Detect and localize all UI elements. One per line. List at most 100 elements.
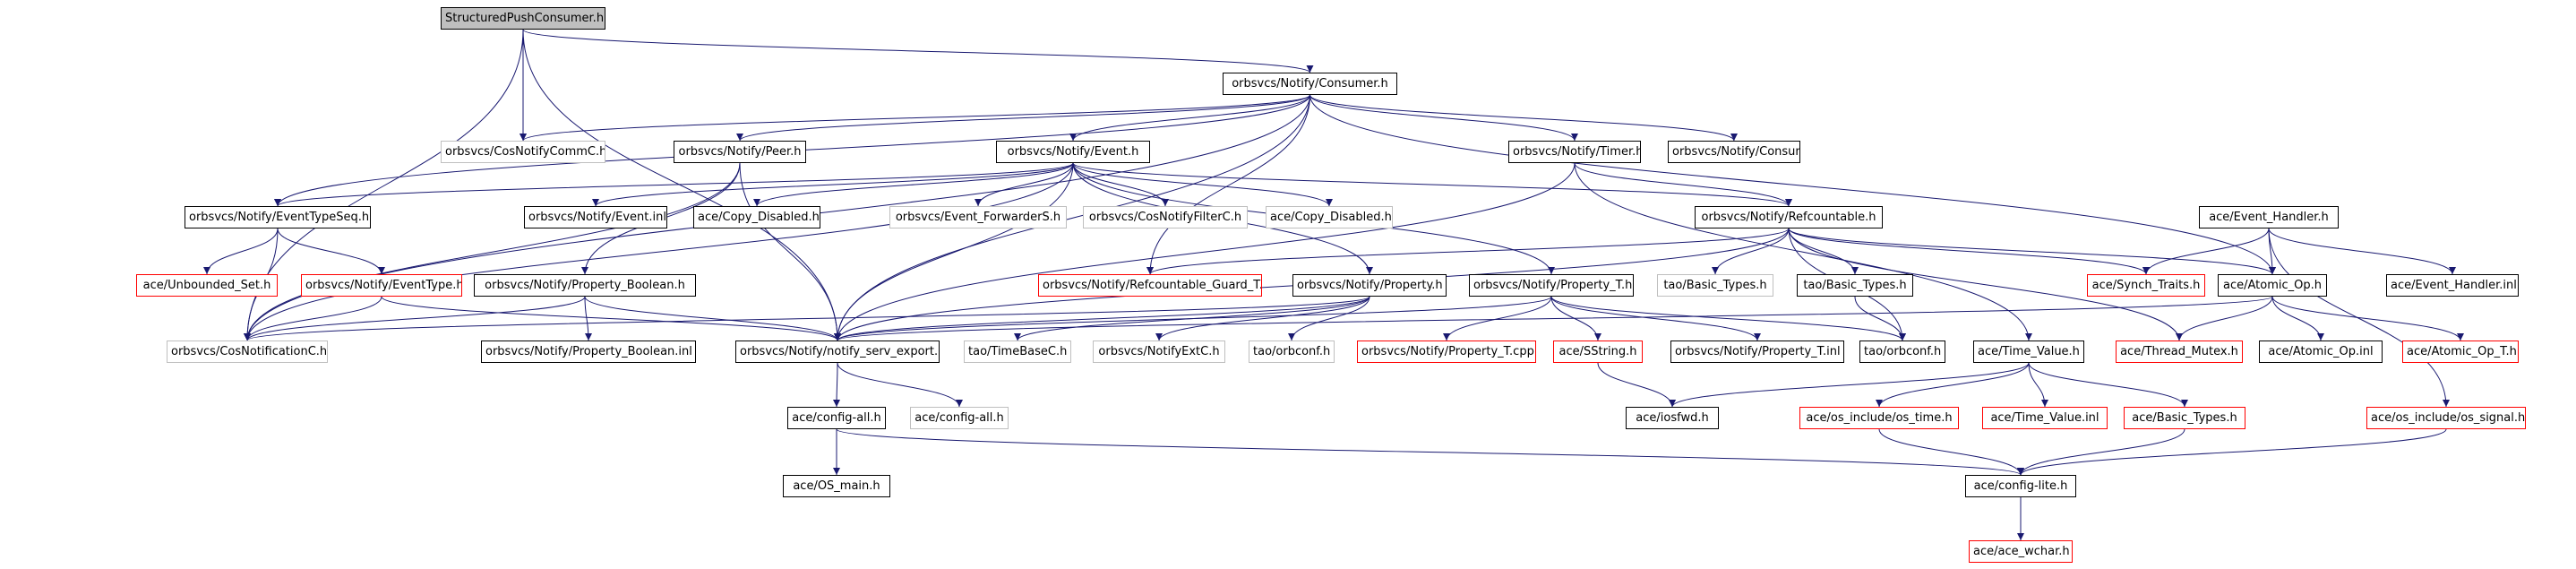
dependency-edge-consumer-peer <box>736 94 1310 142</box>
dependency-edge-consumer-rguard <box>1146 94 1310 275</box>
dependency-edge-evtype-notifc <box>244 296 382 341</box>
node-copydis1[interactable]: ace/Copy_Disabled.h <box>693 206 820 228</box>
dependency-edge-atomic-atomicinl <box>2271 296 2324 341</box>
dependency-edge-servexp-configall2 <box>837 362 963 408</box>
node-tbasic2[interactable]: tao/Basic_Types.h <box>1797 274 1913 297</box>
node-servexp[interactable]: orbsvcs/Notify/notify_serv_export.h <box>735 341 940 363</box>
dependency-edge-refcount-rguard <box>1146 228 1790 275</box>
node-threadmutex[interactable]: ace/Thread_Mutex.h <box>2116 341 2243 363</box>
dependency-edge-property-servexp <box>834 296 1370 341</box>
dependency-edge-property-notifc <box>244 296 1370 341</box>
node-configlite[interactable]: ace/config-lite.h <box>1965 475 2076 497</box>
node-iosfwd[interactable]: ace/iosfwd.h <box>1626 407 1719 429</box>
dependency-edge-ostime-configlite <box>1878 428 2024 476</box>
dependency-edge-event-copydis2 <box>1072 162 1333 207</box>
dependency-edge-timevalue-basictypes <box>2028 362 2188 408</box>
node-propboolinl[interactable]: orbsvcs/Notify/Property_Boolean.inl <box>481 341 696 363</box>
dependency-edge-propt-servexp <box>834 296 1552 341</box>
node-ossignal[interactable]: ace/os_include/os_signal.h <box>2366 407 2526 429</box>
dependency-edge-sstring-iosfwd <box>1597 362 1676 408</box>
node-propt[interactable]: orbsvcs/Notify/Property_T.h <box>1469 274 1634 297</box>
node-proptcpp[interactable]: orbsvcs/Notify/Property_T.cpp <box>1357 341 1536 363</box>
node-commc[interactable]: orbsvcs/CosNotifyCommC.h <box>441 141 605 163</box>
dependency-edge-evtype-servexp <box>381 296 841 341</box>
dependency-edge-evtypeseq-unbounded <box>203 228 279 275</box>
node-copydis2[interactable]: ace/Copy_Disabled.h <box>1266 206 1393 228</box>
node-atomic[interactable]: ace/Atomic_Op.h <box>2218 274 2327 297</box>
node-timevalue[interactable]: ace/Time_Value.h <box>1973 341 2084 363</box>
dependency-edge-atomic-threadmutex <box>2176 296 2273 341</box>
dependency-edge-refcount-atomic <box>1788 228 2276 275</box>
dependency-edge-property-extc <box>1155 296 1370 341</box>
dependency-edge-atomic-atomict <box>2271 296 2464 341</box>
dependency-edge-consumer-atomic <box>1309 94 2276 275</box>
dependency-edge-event-notifc <box>244 162 1074 341</box>
dependency-edge-configall1-configlite <box>836 428 2024 476</box>
node-property[interactable]: orbsvcs/Notify/Property.h <box>1292 274 1447 297</box>
node-extc[interactable]: orbsvcs/NotifyExtC.h <box>1093 341 1225 363</box>
node-consinl[interactable]: orbsvcs/Notify/Consumer.inl <box>1668 141 1800 163</box>
dependency-edge-consumer-timer <box>1309 94 1578 142</box>
node-atomicinl[interactable]: ace/Atomic_Op.inl <box>2259 341 2383 363</box>
node-proptinl[interactable]: orbsvcs/Notify/Property_T.inl <box>1670 341 1844 363</box>
dependency-edge-refcount-synch <box>1788 228 2150 275</box>
node-filterc[interactable]: orbsvcs/CosNotifyFilterC.h <box>1083 206 1248 228</box>
dependency-edge-timevalue-tvinl <box>2028 362 2048 408</box>
dependency-edge-event-refcount <box>1072 162 1792 207</box>
dependency-edge-timevalue-iosfwd <box>1669 362 2030 408</box>
node-propbool[interactable]: orbsvcs/Notify/Property_Boolean.h <box>474 274 696 297</box>
node-tvinl[interactable]: ace/Time_Value.inl <box>1982 407 2108 429</box>
node-atomict[interactable]: ace/Atomic_Op_T.h <box>2402 341 2519 363</box>
node-peer[interactable]: orbsvcs/Notify/Peer.h <box>674 141 806 163</box>
node-timebase[interactable]: tao/TimeBaseC.h <box>964 341 1071 363</box>
dependency-edge-evhandler-evhinl <box>2268 228 2456 275</box>
node-sstring[interactable]: ace/SString.h <box>1553 341 1643 363</box>
node-orbconf1[interactable]: tao/orbconf.h <box>1249 341 1335 363</box>
node-synch[interactable]: ace/Synch_Traits.h <box>2087 274 2205 297</box>
dependency-edge-evhandler-synch <box>2142 228 2270 275</box>
dependency-edge-tbasic2-orbconf2 <box>1854 296 1906 341</box>
node-consumer[interactable]: orbsvcs/Notify/Consumer.h <box>1223 73 1397 95</box>
node-root[interactable]: StructuredPushConsumer.h <box>441 7 605 30</box>
dependency-edge-refcount-tbasic1 <box>1712 228 1790 275</box>
dependency-edge-peer-notifc <box>244 162 741 341</box>
node-notifc[interactable]: orbsvcs/CosNotificationC.h <box>167 341 328 363</box>
node-ostime[interactable]: ace/os_include/os_time.h <box>1799 407 1959 429</box>
node-configall2[interactable]: ace/config-all.h <box>910 407 1009 429</box>
node-unbounded[interactable]: ace/Unbounded_Set.h <box>136 274 278 297</box>
node-event[interactable]: orbsvcs/Notify/Event.h <box>996 141 1150 163</box>
dependency-edge-timer-servexp <box>834 162 1576 341</box>
node-timer[interactable]: orbsvcs/Notify/Timer.h <box>1508 141 1641 163</box>
node-evhinl[interactable]: ace/Event_Handler.inl <box>2386 274 2519 297</box>
dependency-edge-propbool-servexp <box>584 296 841 341</box>
dependency-edge-event-eventinl <box>592 162 1074 207</box>
dependency-edge-atomic-servexp <box>834 296 2273 341</box>
node-evfwd[interactable]: orbsvcs/Event_ForwarderS.h <box>889 206 1067 228</box>
dependency-edge-consumer-commc <box>519 94 1310 142</box>
node-rguard[interactable]: orbsvcs/Notify/Refcountable_Guard_T.h <box>1038 274 1262 297</box>
dependency-edge-propt-orbconf2 <box>1550 296 1906 341</box>
dependency-edge-property-orbconf1 <box>1288 296 1370 341</box>
node-osmain[interactable]: ace/OS_main.h <box>783 475 890 497</box>
node-configall1[interactable]: ace/config-all.h <box>787 407 886 429</box>
dependency-edge-root-servexp <box>522 29 841 341</box>
node-basictypes[interactable]: ace/Basic_Types.h <box>2124 407 2245 429</box>
node-evtype[interactable]: orbsvcs/Notify/EventType.h <box>301 274 462 297</box>
dependency-edge-peer-servexp <box>739 162 841 341</box>
dependency-edge-propbool-propboolinl <box>584 296 592 341</box>
dependency-edge-consumer-consinl <box>1309 94 1738 142</box>
node-evhandler[interactable]: ace/Event_Handler.h <box>2199 206 2339 228</box>
dependency-edge-event-servexp <box>834 162 1074 341</box>
node-eventinl[interactable]: orbsvcs/Notify/Event.inl <box>524 206 667 228</box>
dependency-edge-timer-timevalue <box>1574 162 2032 341</box>
dependency-edge-propt-proptcpp <box>1443 296 1552 341</box>
node-wchar[interactable]: ace/ace_wchar.h <box>1969 540 2073 563</box>
node-refcount[interactable]: orbsvcs/Notify/Refcountable.h <box>1695 206 1883 228</box>
dependency-edge-event-filterc <box>1072 162 1169 207</box>
node-evtypeseq[interactable]: orbsvcs/Notify/EventTypeSeq.h <box>185 206 371 228</box>
dependency-edge-event-evfwd <box>975 162 1074 207</box>
dependency-edge-evtypeseq-evtype <box>277 228 385 275</box>
dependency-edge-basictypes-configlite <box>2017 428 2185 476</box>
node-tbasic1[interactable]: tao/Basic_Types.h <box>1657 274 1773 297</box>
node-orbconf2[interactable]: tao/orbconf.h <box>1859 341 1945 363</box>
